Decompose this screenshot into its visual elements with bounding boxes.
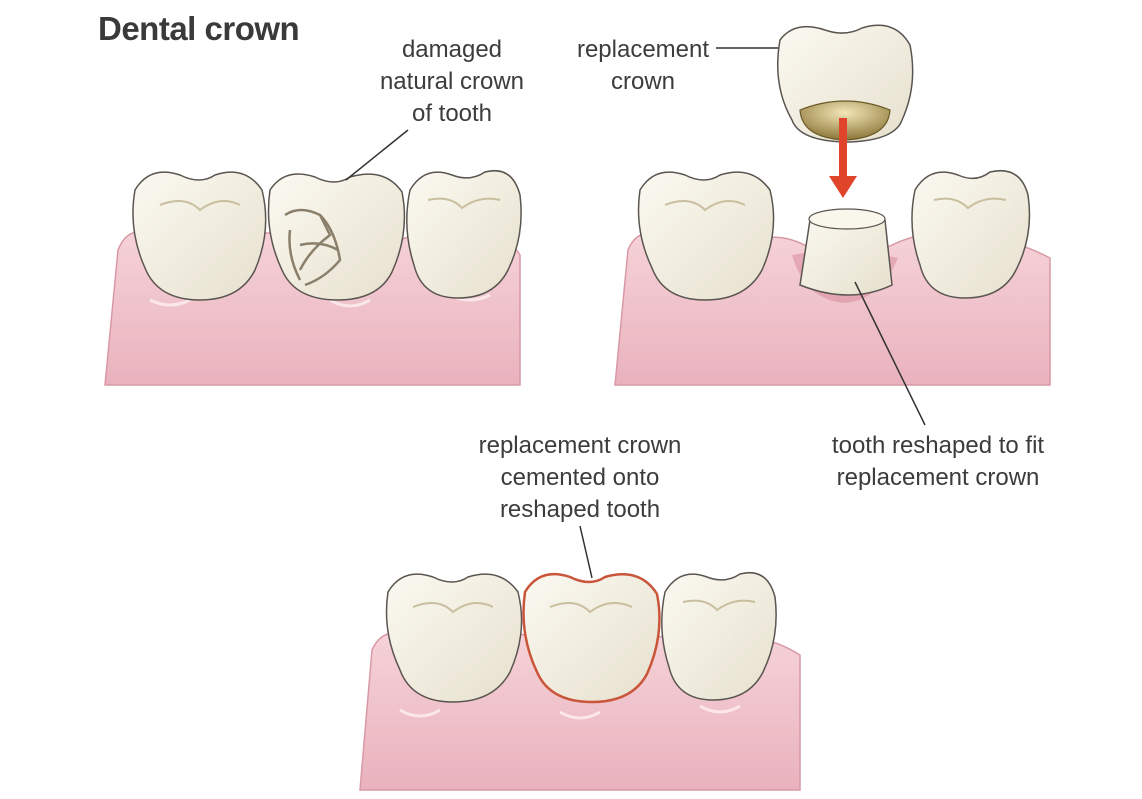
label-line: tooth reshaped to fit — [831, 432, 1045, 459]
label-line: replacement — [576, 36, 710, 63]
panel-damaged-tooth — [104, 129, 522, 386]
leader-damaged — [345, 129, 409, 181]
molar-left — [385, 573, 523, 703]
molar-right-groove — [427, 197, 501, 210]
cemented-crown-groove — [549, 602, 633, 614]
stump-top — [808, 208, 886, 230]
label-line: of tooth — [411, 100, 493, 127]
cemented-crown — [522, 572, 661, 704]
molar-right-groove — [933, 197, 1007, 210]
label-line: crown — [610, 68, 676, 95]
molar-right-groove — [682, 599, 756, 612]
label-damaged-crown: damaged natural crown of tooth — [362, 34, 542, 130]
molar-right — [661, 572, 777, 701]
label-replacement-crown: replacement crown — [560, 34, 726, 98]
label-line: damaged — [401, 36, 503, 63]
label-line: replacement crown — [478, 432, 682, 459]
label-reshaped-tooth: tooth reshaped to fit replacement crown — [808, 430, 1068, 494]
molar-right — [406, 170, 522, 299]
crack-lines — [284, 208, 342, 287]
molar-left-groove — [664, 200, 746, 212]
label-line: replacement crown — [836, 464, 1040, 491]
label-line: reshaped tooth — [499, 496, 661, 523]
page-title: Dental crown — [98, 10, 300, 47]
molar-left — [637, 171, 775, 301]
label-line: cemented onto — [500, 464, 660, 491]
damaged-molar — [267, 173, 406, 301]
leader-cemented — [579, 525, 593, 579]
leader-reshaped — [854, 281, 926, 426]
label-line: natural crown — [379, 68, 525, 95]
gum-highlight — [399, 704, 741, 720]
molar-left — [132, 171, 267, 301]
molar-left-groove — [159, 200, 241, 212]
panel-cemented-crown — [359, 525, 801, 791]
placement-arrow-head — [829, 176, 857, 198]
label-cemented-crown: replacement crown cemented onto reshaped… — [455, 430, 705, 526]
molar-left-groove — [412, 602, 494, 614]
molar-right — [911, 170, 1031, 299]
panel-reshaped-tooth — [614, 24, 1051, 426]
